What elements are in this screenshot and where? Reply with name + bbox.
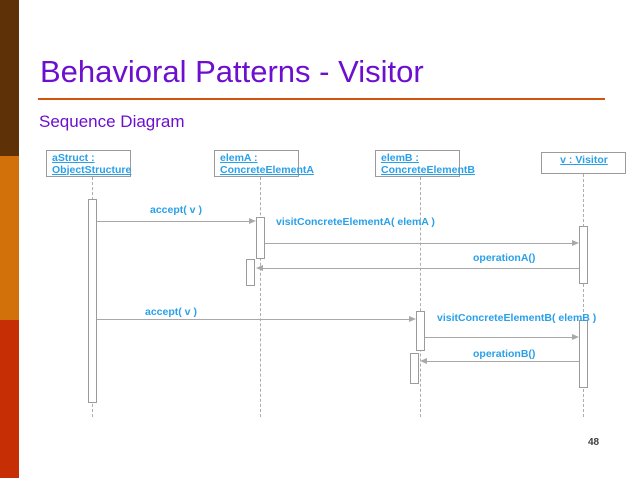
participant-visitor[interactable]: v : Visitor (541, 152, 626, 174)
message-label-visit-b: visitConcreteElementB( elemB ) (437, 312, 597, 324)
activation-visitor-1 (579, 226, 588, 284)
lifeline-elemb (420, 177, 421, 417)
message-arrowhead-visit-b (572, 334, 579, 340)
lifeline-elema (260, 177, 261, 417)
message-line-visit-a (265, 243, 575, 244)
message-label-visit-a: visitConcreteElementA( elemA ) (276, 216, 435, 228)
participant-elema[interactable]: elemA : ConcreteElementA (214, 150, 314, 177)
participant-elemb-line2: ConcreteElementB (381, 163, 475, 176)
subtitle: Sequence Diagram (39, 112, 185, 131)
page-number: 48 (588, 437, 600, 448)
message-line-accept-a (97, 221, 252, 222)
lifeline-visitor (583, 174, 584, 417)
participant-elema-line2: ConcreteElementA (220, 163, 314, 176)
message-arrowhead-accept-a (249, 218, 256, 224)
participant-astruct[interactable]: aStruct : ObjectStructure (46, 150, 131, 177)
title-divider (38, 98, 605, 100)
participant-elema-line1: elemA : (220, 152, 258, 164)
message-line-visit-b (425, 337, 575, 338)
message-arrowhead-operation-b (420, 358, 427, 364)
activation-elemb-1 (416, 311, 425, 351)
page-title: Behavioral Patterns - Visitor (40, 54, 424, 89)
activation-elema-1 (256, 217, 265, 259)
sidebar-band-brown (0, 0, 19, 156)
message-arrowhead-accept-b (409, 316, 416, 322)
sidebar-band-red (0, 320, 19, 478)
message-arrowhead-operation-a (256, 265, 263, 271)
activation-elemb-2 (410, 353, 419, 384)
sidebar-gutter (19, 0, 40, 478)
message-arrowhead-visit-a (572, 240, 579, 246)
message-line-operation-b (422, 361, 579, 362)
activation-astruct (88, 199, 97, 403)
sidebar-band-orange (0, 156, 19, 320)
message-line-operation-a (258, 268, 579, 269)
activation-visitor-2 (579, 320, 588, 388)
participant-elemb-line1: elemB : (381, 152, 419, 164)
message-label-operation-b: operationB() (473, 348, 536, 360)
participant-astruct-line2: ObjectStructure (52, 163, 132, 176)
message-label-accept-b: accept( v ) (145, 306, 197, 318)
participant-astruct-line1: aStruct : (52, 152, 95, 164)
activation-elema-2 (246, 259, 255, 286)
participant-elemb[interactable]: elemB : ConcreteElementB (375, 150, 475, 177)
message-label-operation-a: operationA() (473, 252, 536, 264)
participant-visitor-label: v : Visitor (560, 154, 608, 166)
message-line-accept-b (97, 319, 412, 320)
message-label-accept-a: accept( v ) (150, 204, 202, 216)
